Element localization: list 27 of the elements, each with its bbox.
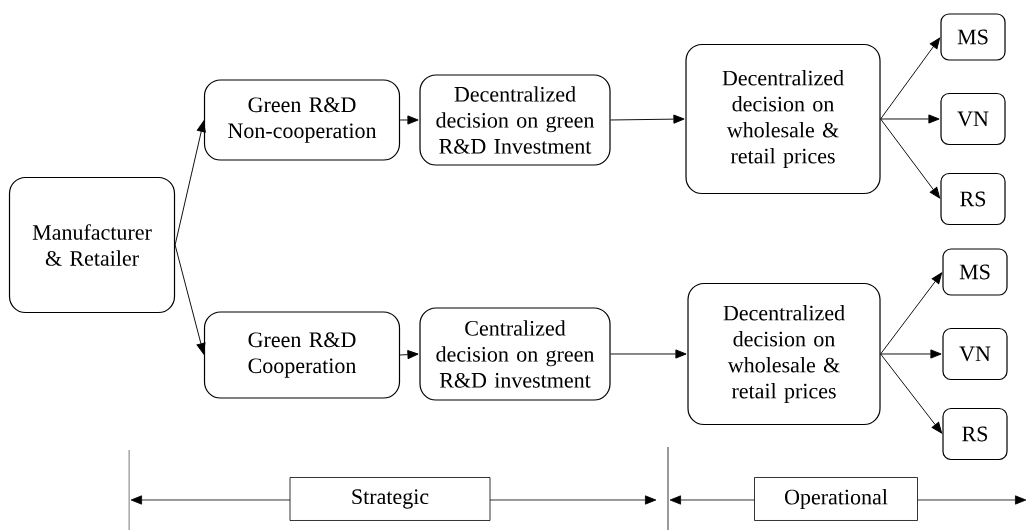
- process-box: Decentralized decision on wholesale & retail prices: [685, 43, 881, 195]
- outcome-box: RS: [940, 172, 1006, 226]
- arrow: [880, 349, 942, 359]
- arrow: [880, 37, 941, 120]
- phase-label: Operational: [754, 477, 918, 521]
- arrow: [880, 272, 943, 355]
- outcome-box: VN: [940, 92, 1006, 146]
- process-box: Centralized decision on green R&D investment: [419, 307, 611, 401]
- process-box: Manufacturer & Retailer: [8, 176, 176, 314]
- process-box: Green R&D Non-cooperation: [203, 79, 401, 161]
- process-box: Decentralized decision on green R&D Investment: [419, 74, 611, 166]
- arrow: [610, 114, 685, 124]
- arrow: [399, 115, 419, 125]
- process-box: Green R&D Cooperation: [203, 311, 401, 399]
- arrow: [174, 120, 206, 246]
- outcome-box: VN: [942, 327, 1008, 381]
- arrow: [174, 244, 206, 355]
- arrow: [880, 353, 943, 434]
- outcome-box: MS: [940, 13, 1006, 61]
- phase-label: Strategic: [289, 477, 491, 521]
- outcome-box: RS: [942, 407, 1008, 461]
- process-box: Decentralized decision on wholesale & retail prices: [687, 282, 881, 426]
- outcome-box: MS: [942, 248, 1008, 296]
- arrow: [399, 350, 419, 360]
- arrow: [880, 114, 940, 124]
- arrow: [880, 118, 941, 199]
- arrow: [610, 349, 687, 359]
